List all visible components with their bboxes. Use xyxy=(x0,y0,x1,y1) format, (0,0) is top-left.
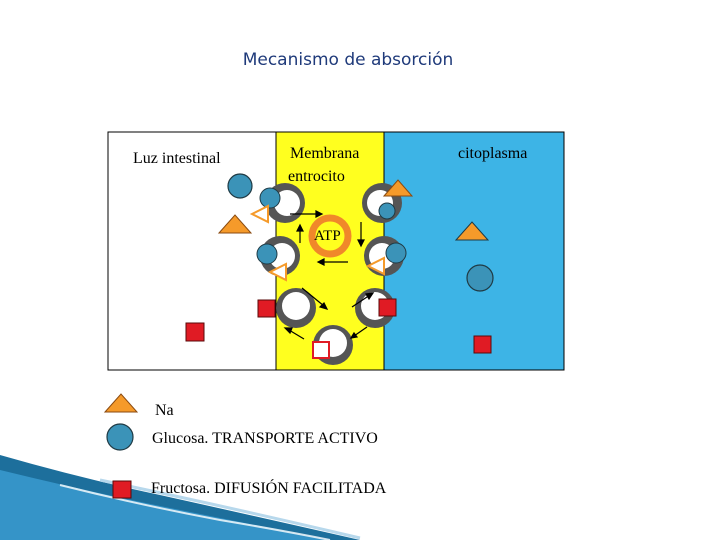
transporter-low-left xyxy=(276,288,316,328)
atp-ring xyxy=(308,214,352,258)
na-triangle-lumen xyxy=(217,214,253,234)
glucose-lumen xyxy=(227,173,253,199)
legend-fructose-label: Fructosa. DIFUSIÓN FACILITADA xyxy=(151,480,387,497)
glucose-transporter-mid-right xyxy=(385,242,407,264)
legend-glucose-label: Glucosa. TRANSPORTE ACTIVO xyxy=(152,430,378,447)
fructose-lumen xyxy=(185,322,205,342)
membrane-label: Membrana xyxy=(290,145,360,162)
atp-label: ATP xyxy=(314,228,341,244)
glucose-transporter-top-right xyxy=(378,202,396,220)
fructose-outline-bottom xyxy=(312,341,330,359)
legend-fructose-icon xyxy=(112,480,132,499)
glucose-transporter-mid-left xyxy=(256,243,278,265)
fructose-transporter-right xyxy=(378,298,397,317)
lumen-label: Luz intestinal xyxy=(133,150,221,167)
legend-na-icon xyxy=(103,393,139,413)
fructose-transporter-left xyxy=(257,299,276,318)
transport-arrows xyxy=(283,210,375,340)
na-outline-mid-left xyxy=(267,262,287,282)
cytoplasm-region xyxy=(383,131,565,371)
glucose-cytoplasm xyxy=(466,264,494,292)
page-title: Mecanismo de absorción xyxy=(242,50,454,70)
na-triangle-cytoplasm xyxy=(454,221,490,241)
na-triangle-membrane xyxy=(382,179,414,197)
legend-na-label: Na xyxy=(155,402,174,419)
legend-glucose-icon xyxy=(106,423,134,451)
glucose-transporter-top-left xyxy=(259,187,281,209)
na-outline-mid-right xyxy=(365,256,385,276)
na-outline-top-left xyxy=(249,204,269,224)
membrane-label-line2: entrocito xyxy=(288,168,345,185)
fructose-cytoplasm xyxy=(473,335,492,354)
cytoplasm-label: citoplasma xyxy=(458,145,528,162)
